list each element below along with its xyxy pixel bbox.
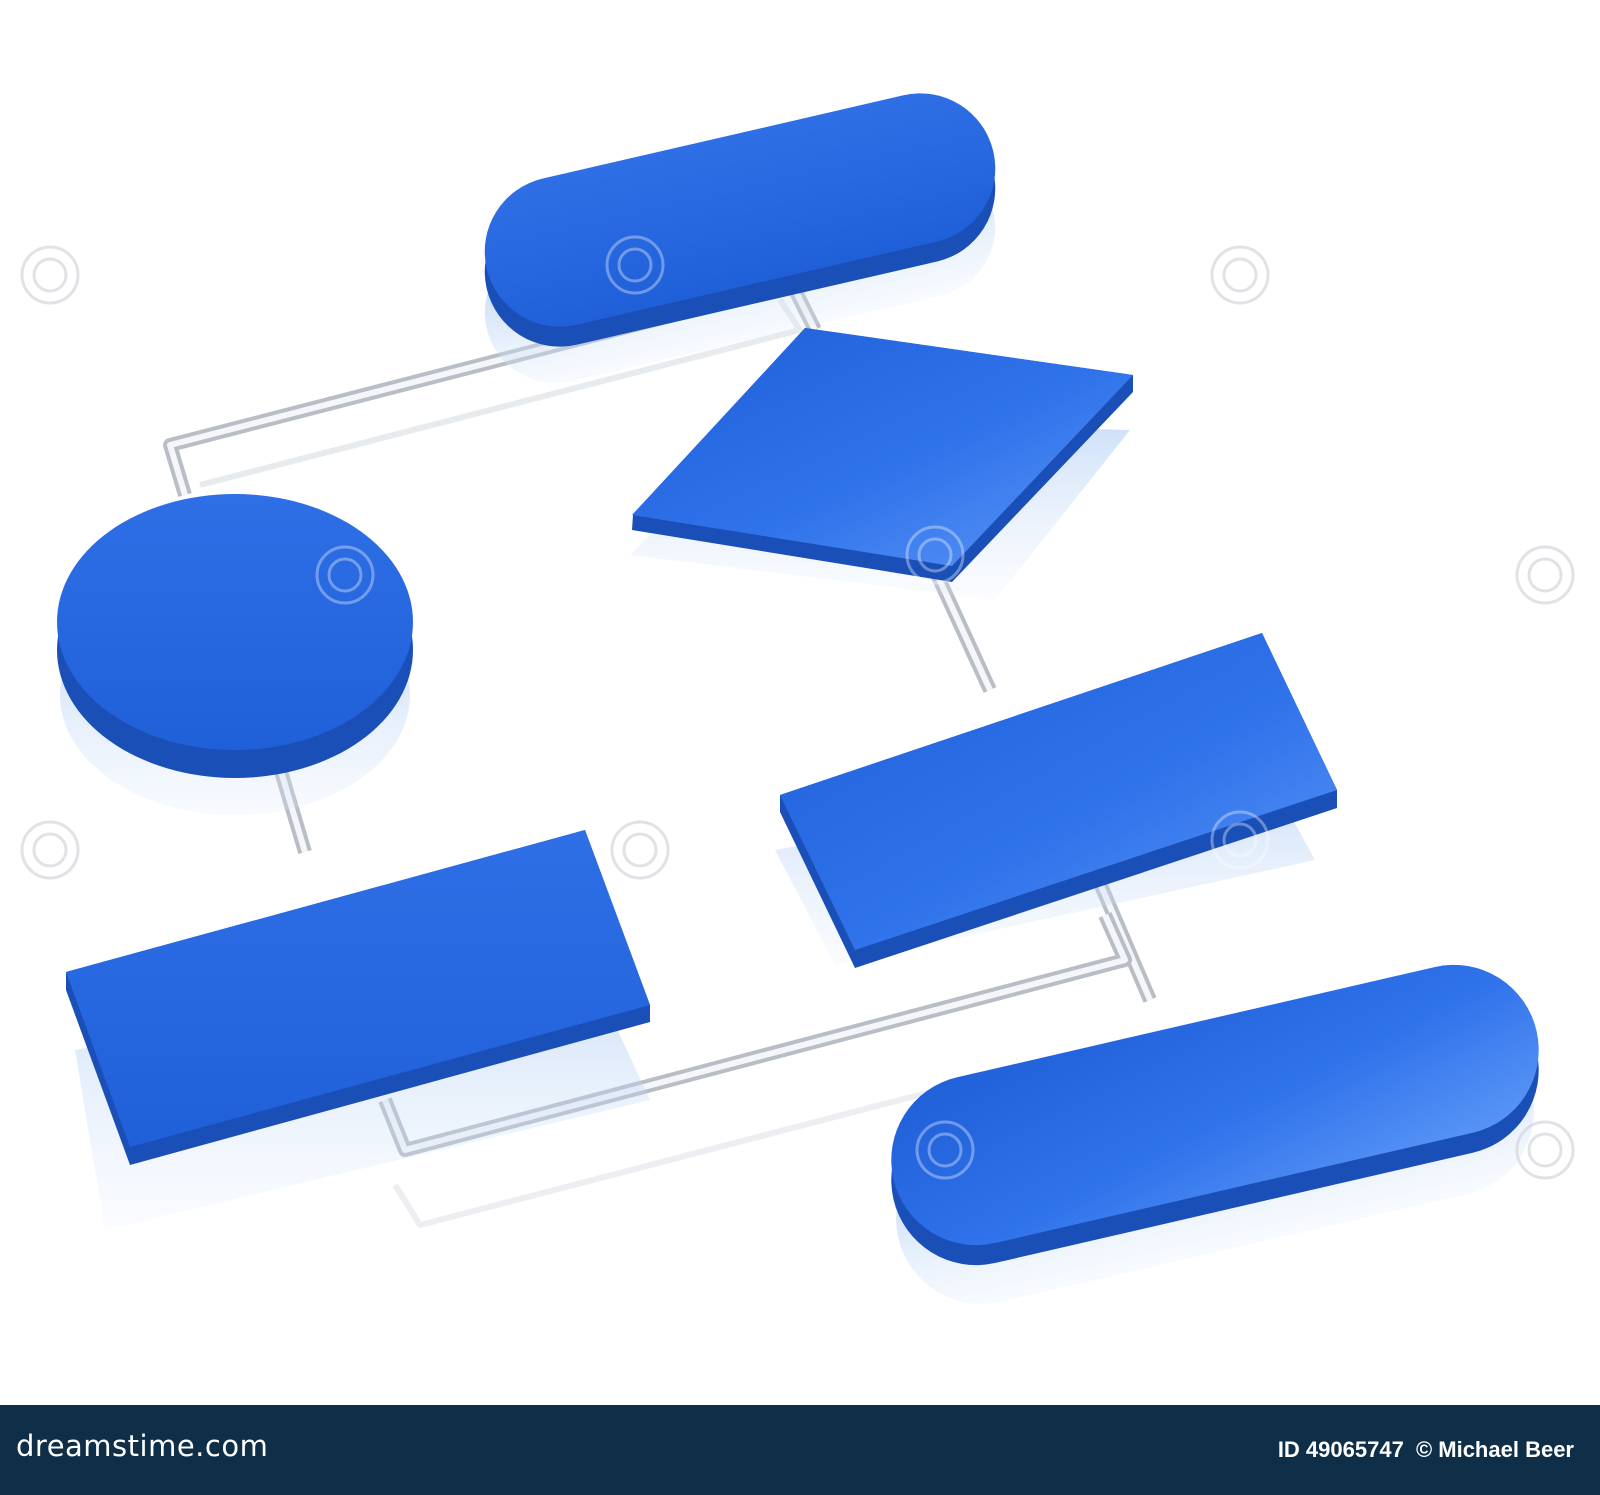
flowchart-svg (20, 93, 1575, 1304)
watermark-spiral-icon (315, 545, 375, 605)
watermark-spiral-icon (905, 525, 965, 585)
watermark-spiral-icon (915, 1120, 975, 1180)
image-id-text: ID 49065747 (1277, 1437, 1404, 1462)
watermark-gray (20, 245, 1575, 1180)
circle-shape (57, 494, 413, 778)
footer-credit: ID 49065747 © Michael Beer (1272, 1437, 1574, 1463)
footer-bar: dreamstime.com ID 49065747 © Michael Bee… (0, 1405, 1600, 1495)
footer-logo: dreamstime.com (16, 1429, 269, 1463)
watermark (315, 235, 1270, 1180)
copyright-text: © Michael Beer (1415, 1437, 1574, 1462)
right-process-shape (780, 633, 1337, 968)
left-process-shape (66, 830, 650, 1165)
top-terminator-shape (484, 93, 996, 347)
decision-shape (632, 328, 1133, 582)
diagram-canvas (20, 93, 1575, 1304)
watermark-spiral-icon (605, 235, 665, 295)
watermark-spiral-icon (1210, 810, 1270, 870)
bottom-terminator-shape (891, 964, 1539, 1266)
